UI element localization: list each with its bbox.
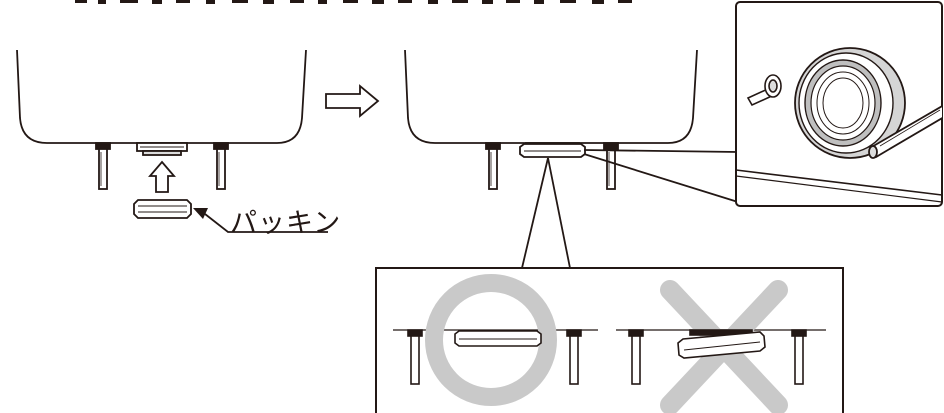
- bolt-right: [791, 329, 807, 385]
- wrong-example: [628, 280, 807, 413]
- bolt-right: [566, 329, 582, 385]
- unit-before: [16, 49, 307, 190]
- packing-ring: [794, 47, 906, 159]
- detail-box-bottom: [375, 267, 844, 413]
- packing-label: パッキン: [230, 208, 342, 239]
- packing-part: [133, 199, 192, 219]
- installed-packing: [519, 142, 586, 158]
- callout-top-right: [583, 149, 739, 203]
- correct-example: [407, 274, 582, 406]
- rod: [868, 103, 942, 159]
- callout-bottom: [521, 157, 571, 269]
- bolt-right: [213, 142, 229, 190]
- packing-misaligned: [677, 329, 766, 359]
- packing-correct: [454, 330, 542, 347]
- up-arrow-icon: [148, 160, 176, 193]
- packing-leader: [193, 208, 328, 233]
- cropped-heading-fragment: [75, 0, 632, 4]
- bolt-left: [628, 329, 644, 385]
- bolt-left: [485, 142, 501, 190]
- unit-after: [404, 49, 698, 190]
- correct-mark-icon: [425, 274, 557, 406]
- right-arrow-icon: [325, 84, 380, 118]
- outlet-mount: [136, 142, 188, 156]
- bolt-left: [407, 329, 423, 385]
- detail-box-top-right: [735, 1, 943, 207]
- bolt-right: [603, 142, 619, 190]
- bolt-head: [746, 74, 782, 107]
- bolt-left: [95, 142, 111, 190]
